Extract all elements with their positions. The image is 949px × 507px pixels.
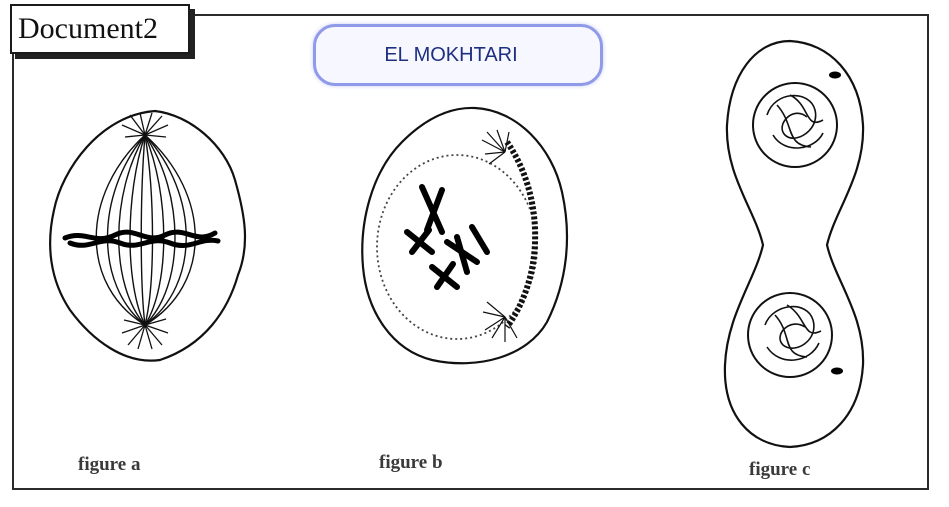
figure-c-caption: figure c [749, 459, 810, 481]
document-label: Document2 [10, 4, 190, 54]
author-badge: EL MOKHTARI [313, 24, 603, 86]
figure-c-telophase-cell [715, 35, 875, 455]
figure-a-caption: figure a [78, 454, 140, 476]
figure-b-caption: figure b [379, 452, 443, 474]
figure-b-prophase-cell [357, 102, 577, 372]
figure-a-metaphase-cell [40, 105, 260, 375]
